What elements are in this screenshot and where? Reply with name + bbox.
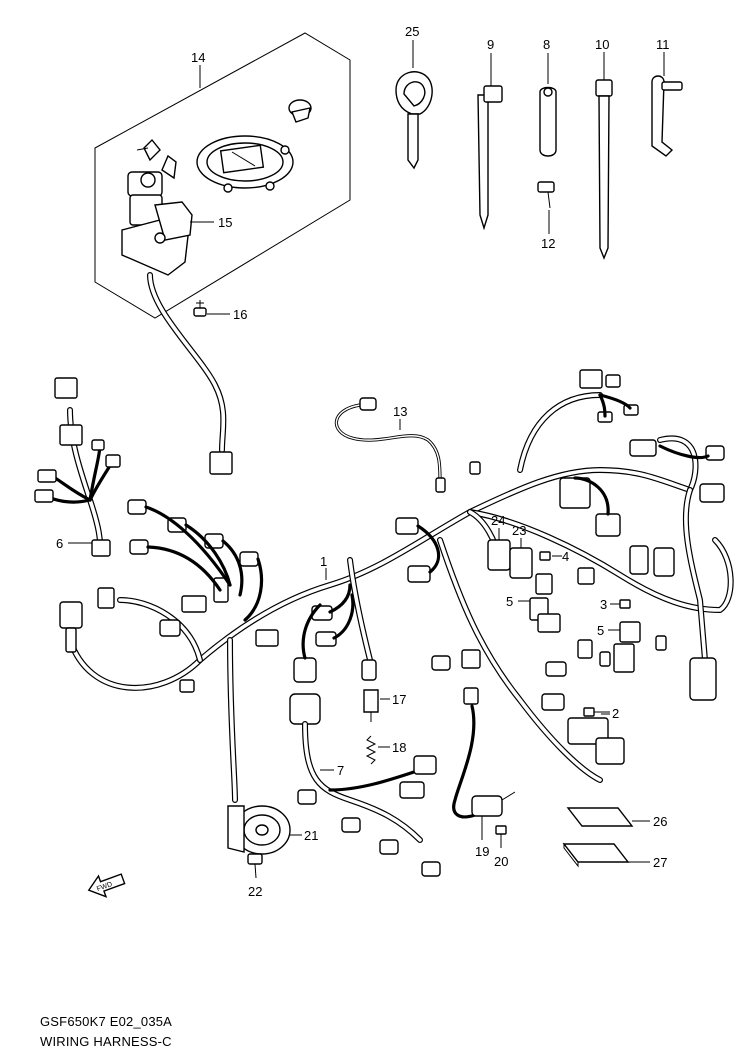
bolt-12-part <box>537 181 555 209</box>
callout-19: 19 <box>475 844 489 859</box>
horn-21-part <box>227 805 291 855</box>
sub-harness-7 <box>289 693 441 877</box>
fwd-arrow: FWD <box>87 873 126 898</box>
seat-lock-part <box>288 99 312 123</box>
sub-harness-6 <box>34 377 121 557</box>
ground-lead-13-part <box>334 397 446 493</box>
harness-connectors-right-upper <box>559 369 725 537</box>
harness-connectors-left <box>59 499 279 693</box>
callout-17: 17 <box>392 692 406 707</box>
ignition-switch-set-box <box>94 32 351 319</box>
label-26-part <box>566 807 634 827</box>
label-27-part <box>562 842 630 868</box>
relay-holders-right <box>529 545 717 701</box>
callout-13: 13 <box>393 404 407 419</box>
callout-5a: 5 <box>506 594 513 609</box>
callout-15: 15 <box>218 215 232 230</box>
callout-12: 12 <box>541 236 555 251</box>
clamp-9-part <box>477 85 503 231</box>
callout-26: 26 <box>653 814 667 829</box>
callout-10: 10 <box>595 37 609 52</box>
callout-20: 20 <box>494 854 508 869</box>
callout-5b: 5 <box>597 623 604 638</box>
callout-3: 3 <box>600 597 607 612</box>
callout-9: 9 <box>487 37 494 52</box>
callout-14: 14 <box>191 50 205 65</box>
callout-21: 21 <box>304 828 318 843</box>
callout-7: 7 <box>337 763 344 778</box>
callout-16: 16 <box>233 307 247 322</box>
key-blank-part <box>395 71 433 170</box>
callout-2: 2 <box>612 706 619 721</box>
harness-connectors-lower-right <box>431 649 625 765</box>
screw-20-part <box>495 825 507 848</box>
clamp-8-part <box>539 86 557 157</box>
ignition-connector <box>209 451 233 475</box>
callout-23: 23 <box>512 523 526 538</box>
sensor-19-part <box>452 704 516 840</box>
screw-16-part <box>193 300 207 317</box>
cable-tie-part <box>595 79 613 260</box>
fuel-cap-lock-part <box>196 135 294 193</box>
callout-11: 11 <box>656 37 670 52</box>
diagram-code: GSF650K7 E02_035A <box>40 1014 173 1029</box>
main-wiring-harness <box>67 392 734 803</box>
diagram-title: WIRING HARNESS-C <box>40 1034 172 1049</box>
bolt-22-part <box>247 853 263 879</box>
callout-8: 8 <box>543 37 550 52</box>
callout-6: 6 <box>56 536 63 551</box>
callout-18: 18 <box>392 740 406 755</box>
harness-connectors-center <box>293 461 481 683</box>
clamp-11-part <box>651 75 683 157</box>
callout-24: 24 <box>491 513 505 528</box>
callout-1: 1 <box>320 554 327 569</box>
switch-17-part <box>361 659 390 722</box>
ignition-switch-part <box>121 138 193 276</box>
callout-4: 4 <box>562 549 569 564</box>
callout-25: 25 <box>405 24 419 39</box>
relays-23-24 <box>487 528 533 579</box>
callout-22: 22 <box>248 884 262 899</box>
callout-27: 27 <box>653 855 667 870</box>
spring-18-part <box>365 735 377 765</box>
